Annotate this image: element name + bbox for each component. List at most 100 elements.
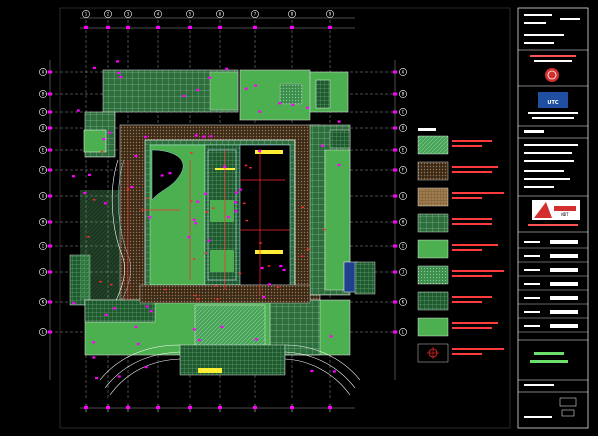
legend-label [452, 249, 482, 251]
wall-tag [146, 197, 150, 200]
dim-marker [262, 295, 266, 299]
dim-marker [253, 26, 257, 29]
grid-bubble-row: E [399, 146, 407, 154]
svg-text:E: E [42, 148, 45, 153]
dim-marker [113, 307, 117, 310]
dim-marker [192, 328, 196, 331]
dim-marker [196, 88, 200, 92]
dim-marker [48, 194, 52, 198]
svg-text:4: 4 [157, 12, 160, 17]
dim-marker [187, 236, 191, 239]
dim-marker [218, 26, 222, 29]
dim-marker [192, 218, 196, 221]
legend-label [452, 244, 498, 246]
wall-tag [190, 152, 193, 154]
dim-marker [182, 94, 186, 98]
grid-bubble-row: F [39, 166, 47, 174]
wall-tag [267, 265, 271, 267]
svg-text:7: 7 [254, 12, 257, 17]
grid-bubble-row: F [399, 166, 407, 174]
wall-tag [99, 280, 102, 283]
legend-label [452, 171, 492, 173]
wall-tag [300, 255, 304, 257]
grid-bubble-row: B [399, 90, 407, 98]
legend-label [452, 140, 492, 142]
legend-label [452, 197, 482, 199]
svg-text:NDT: NDT [561, 212, 569, 217]
dim-marker [102, 138, 106, 141]
tb-row-label [524, 311, 540, 313]
legend-entry [417, 239, 498, 259]
dim-marker [260, 267, 264, 270]
legend-label [452, 192, 504, 194]
wall-tag [212, 207, 215, 209]
dim-marker [83, 191, 87, 195]
dim-marker [235, 191, 239, 194]
dim-marker [393, 110, 397, 114]
dim-marker [223, 165, 227, 168]
dim-marker [136, 342, 140, 346]
wall-tag [244, 164, 248, 167]
dim-marker [91, 341, 95, 344]
svg-text:F: F [42, 168, 45, 173]
grid-bubble-col: 7 [251, 10, 259, 18]
dim-marker [197, 339, 201, 342]
wall-tag [204, 252, 207, 254]
legend-entry [417, 213, 492, 233]
dim-marker [134, 154, 138, 157]
dim-marker [393, 220, 397, 224]
grid-bubble-col: 2 [104, 10, 112, 18]
dim-marker [279, 264, 283, 268]
dim-marker [116, 60, 120, 63]
dim-marker [48, 168, 52, 172]
dimension-markers [48, 26, 397, 409]
dim-marker [76, 109, 80, 112]
legend-label [452, 223, 492, 225]
dim-marker [267, 283, 271, 286]
dim-marker [278, 102, 282, 105]
svg-text:J: J [42, 270, 44, 275]
dim-marker [106, 26, 110, 29]
grid-bubble-row: G [39, 192, 47, 200]
legend-swatch [417, 135, 449, 155]
dim-marker [188, 406, 192, 409]
svg-text:A: A [402, 70, 405, 75]
dim-marker [160, 174, 164, 177]
wall-tag [243, 202, 246, 205]
svg-text:C: C [42, 110, 45, 115]
tb-row-value [550, 296, 578, 300]
tb-row-label [524, 283, 540, 285]
legend-label [452, 145, 482, 147]
legend-label [452, 301, 482, 303]
dim-marker [290, 406, 294, 409]
grid-bubble-row: D [399, 124, 407, 132]
svg-text:F: F [402, 168, 405, 173]
dim-marker [393, 126, 397, 130]
dim-marker [393, 148, 397, 152]
wall-tag [238, 272, 242, 275]
svg-text:2: 2 [107, 12, 110, 17]
legend-entry [417, 343, 504, 363]
grid-bubble-row: G [399, 192, 407, 200]
dim-marker [95, 376, 99, 380]
dim-marker [117, 71, 121, 75]
dim-marker [253, 406, 257, 409]
wall-tag [249, 166, 252, 169]
utc-logo-icon: UTC [538, 92, 568, 108]
grid-bubble-row: B [39, 90, 47, 98]
legend-swatch [417, 239, 449, 259]
svg-text:I: I [402, 244, 405, 249]
legend-label [452, 166, 498, 168]
dim-marker [337, 163, 341, 167]
dim-marker [84, 406, 88, 409]
wall-tag [214, 284, 218, 287]
tb-row-value [550, 268, 578, 272]
grid-bubble-row: E [39, 146, 47, 154]
wall-tag [245, 219, 249, 222]
svg-text:B: B [402, 92, 405, 97]
grid-bubble-row: L [399, 328, 407, 336]
wall-tag [110, 283, 113, 286]
legend-swatch [417, 317, 449, 337]
